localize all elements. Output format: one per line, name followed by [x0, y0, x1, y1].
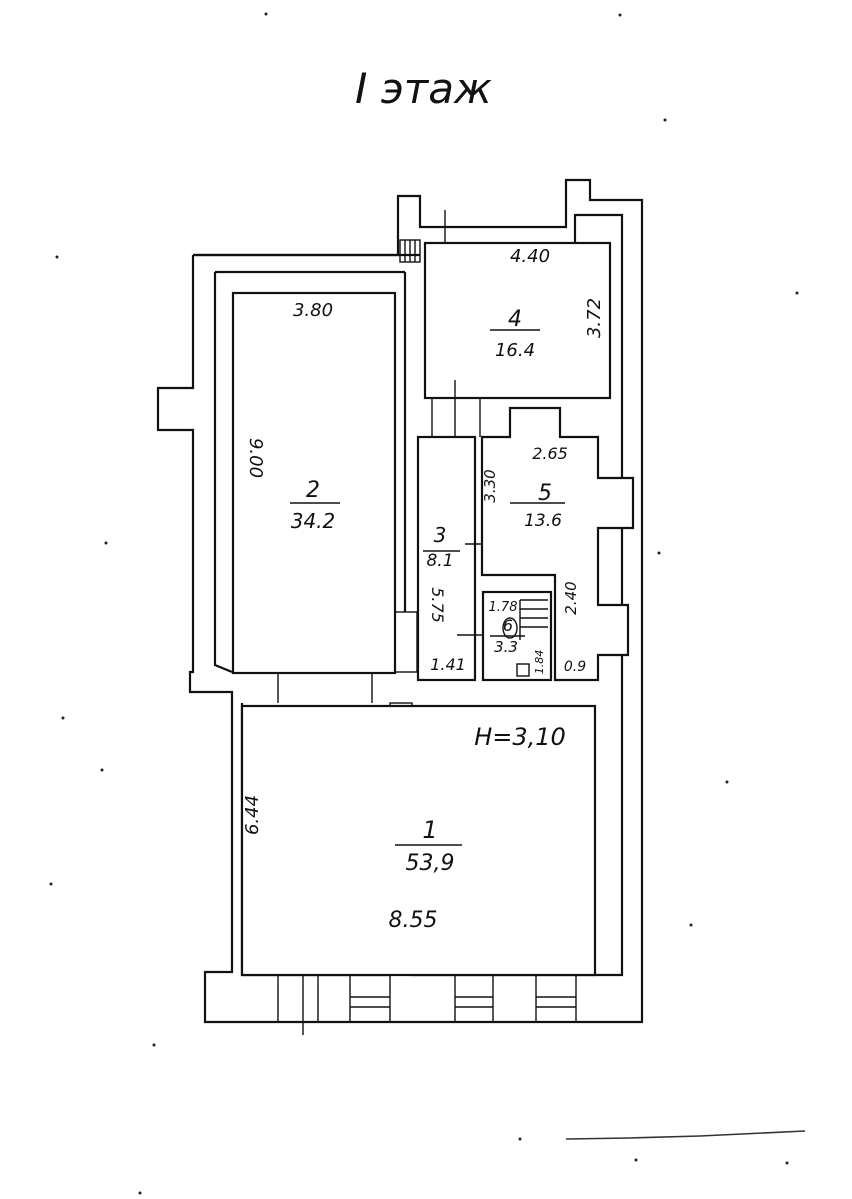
footer-line — [565, 1130, 806, 1140]
room-6-number: 6 — [503, 616, 513, 635]
room-1-width: 8.55 — [389, 908, 438, 933]
room-2-area: 34.2 — [291, 509, 336, 533]
room-5-small-dim: 0.9 — [564, 659, 586, 675]
room-5: 5 13.6 2.65 3.30 2.40 0.9 — [480, 406, 635, 682]
ceiling-height: H=3,10 — [474, 723, 566, 751]
room-4-width: 4.40 — [510, 246, 550, 267]
room-4: 4 16.4 4.40 3.72 — [423, 241, 612, 460]
room-1: 1 53,9 8.55 6.44 H=3,10 — [240, 704, 597, 977]
sink-icon — [516, 663, 530, 677]
room-6-width: 1.78 — [489, 600, 518, 615]
room-6-depth: 1.84 — [533, 650, 546, 675]
room-3-area: 8.1 — [426, 551, 453, 571]
floor-title: I этаж — [355, 64, 492, 113]
room-5-depth: 3.30 — [481, 469, 499, 502]
room-2: 2 34.2 3.80 9.00 — [231, 291, 397, 703]
room-6-area: 3.3 — [494, 638, 518, 656]
room-1-number: 1 — [422, 816, 437, 844]
room-3-width: 1.41 — [430, 655, 466, 674]
room-3: 3 8.1 5.75 1.41 — [416, 435, 510, 682]
room-2-number: 2 — [306, 478, 320, 503]
toilet-icon — [502, 617, 518, 639]
room-2-width: 3.80 — [293, 300, 333, 321]
room-1-area: 53,9 — [406, 851, 455, 876]
room-5-side: 2.40 — [562, 581, 580, 614]
room-1-depth: 6.44 — [242, 795, 263, 835]
room-5-width: 2.65 — [532, 444, 568, 463]
room-4-depth: 3.72 — [584, 298, 605, 338]
room-5-number: 5 — [538, 481, 552, 506]
room-5-area: 13.6 — [524, 511, 562, 531]
room-3-depth: 5.75 — [428, 587, 447, 623]
room-4-number: 4 — [508, 307, 522, 332]
room-3-number: 3 — [434, 523, 447, 547]
room-2-depth: 9.00 — [245, 438, 266, 478]
room-6: 1.78 6 3.3 1.84 — [481, 590, 553, 682]
room-4-area: 16.4 — [495, 340, 535, 361]
scan-artifacts — [49, 12, 806, 1195]
